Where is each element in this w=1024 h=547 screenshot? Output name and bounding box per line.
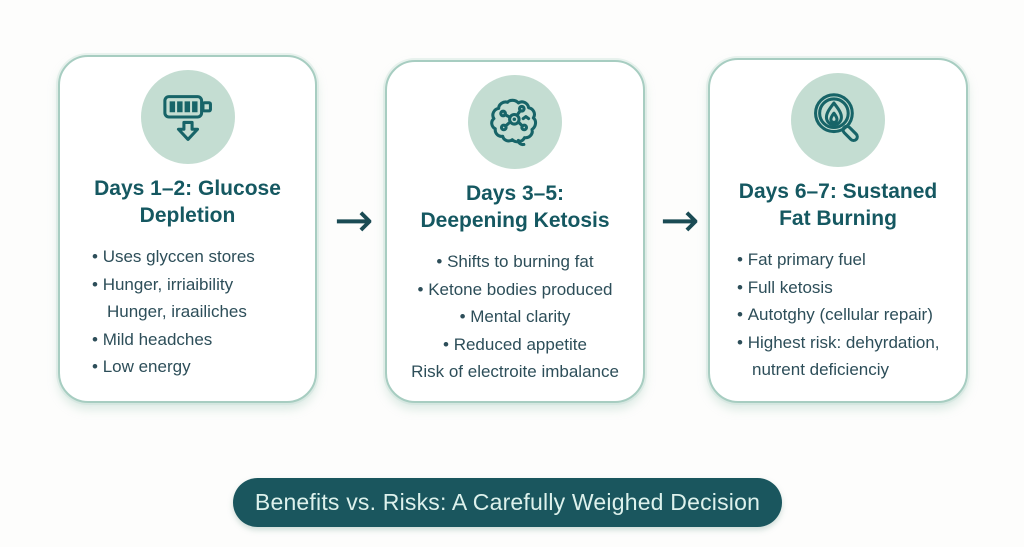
list-item: Fat primary fuel <box>737 246 950 274</box>
phase-card-glucose-depletion: Days 1–2: Glucose Depletion Uses glyccen… <box>58 55 317 403</box>
card-bullet-list: Shifts to burning fat Ketone bodies prod… <box>387 248 643 386</box>
icon-circle <box>140 70 235 164</box>
list-item: Hunger, iraailiches <box>107 302 247 321</box>
list-item: Hunger, irriaibility <box>92 271 305 299</box>
brain-network-icon <box>490 98 538 147</box>
card-title: Days 6–7: Sustaned Fat Burning <box>710 178 966 232</box>
flow-arrow-right: → <box>660 193 700 248</box>
phase-card-sustained-fat-burning: Days 6–7: Sustaned Fat Burning Fat prima… <box>708 58 968 403</box>
list-item: Mental clarity <box>395 303 635 331</box>
card-title-line2: Depletion <box>139 204 236 227</box>
list-item: Highest risk: dehyrdation, nutrent defic… <box>737 329 950 384</box>
phase-card-deepening-ketosis: Days 3–5: Deepening Ketosis Shifts to bu… <box>385 60 645 403</box>
footer-banner: Benefits vs. Risks: A Carefully Weighed … <box>233 478 782 527</box>
card-title-line1: Days 3–5: <box>465 182 565 205</box>
list-item: Low energy <box>92 353 305 381</box>
card-bullet-list: Fat primary fuel Full ketosis Autotghy (… <box>710 246 966 384</box>
flame-magnifier-icon <box>814 93 859 143</box>
card-bullet-list: Uses glyccen stores Hunger, irriaibility… <box>60 243 315 381</box>
card-title-line2: Deepening Ketosis <box>420 209 610 232</box>
list-item: Autotghy (cellular repair) <box>737 301 950 329</box>
icon-circle <box>468 75 562 169</box>
flow-arrow-right: → <box>334 193 374 248</box>
list-item: Uses glyccen stores <box>92 243 305 271</box>
card-title: Days 1–2: Glucose Depletion <box>60 175 315 229</box>
battery-depletion-icon <box>162 95 212 141</box>
list-item: Ketone bodies produced <box>395 276 635 304</box>
card-title: Days 3–5: Deepening Ketosis <box>387 180 643 234</box>
list-item: Reduced appetite <box>395 331 635 359</box>
list-item: Mild headches <box>92 326 305 354</box>
card-title-line1: Days 1–2: Glucose <box>94 177 281 200</box>
icon-circle <box>791 73 885 167</box>
list-item: Shifts to burning fat <box>395 248 635 276</box>
list-item: Risk of electroite imbalance <box>411 362 619 381</box>
footer-banner-label: Benefits vs. Risks: A Carefully Weighed … <box>254 489 761 515</box>
card-title-line1: Days 6–7: Sustaned <box>738 180 938 203</box>
card-title-line2: Fat Burning <box>779 207 897 230</box>
list-item: Full ketosis <box>737 274 950 302</box>
